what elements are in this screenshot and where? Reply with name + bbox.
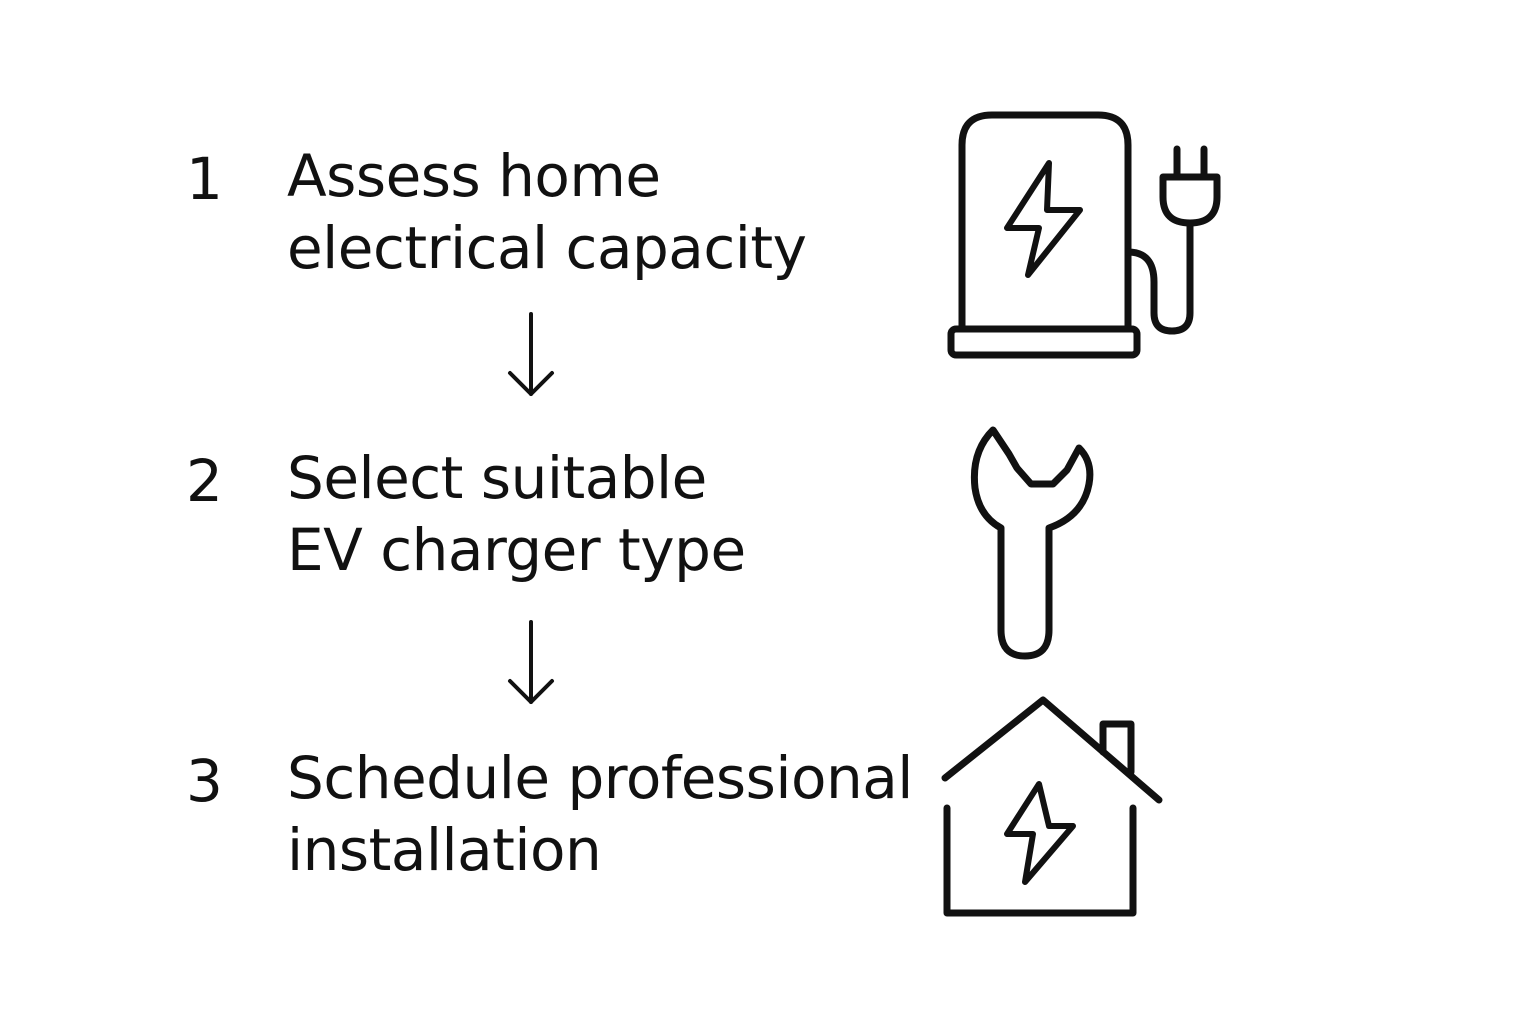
step-1-label: Assess home electrical capacity (287, 140, 807, 284)
step-1-number: 1 (186, 145, 223, 213)
step-3-label: Schedule professional installation (287, 742, 913, 886)
step-2-label-line-2: EV charger type (287, 516, 746, 584)
down-arrow-icon (504, 620, 558, 706)
step-3-number: 3 (186, 747, 223, 815)
step-3-label-line-2: installation (287, 816, 602, 884)
step-2-label: Select suitable EV charger type (287, 442, 746, 586)
step-1-label-line-1: Assess home (287, 142, 661, 210)
step-3-label-line-1: Schedule professional (287, 744, 913, 812)
ev-charger-icon (940, 105, 1240, 365)
step-1-label-line-2: electrical capacity (287, 214, 807, 282)
down-arrow-icon (504, 312, 558, 398)
house-lightning-icon (935, 690, 1175, 930)
step-2-label-line-1: Select suitable (287, 444, 707, 512)
wrench-icon (965, 418, 1105, 668)
step-2-number: 2 (186, 447, 223, 515)
